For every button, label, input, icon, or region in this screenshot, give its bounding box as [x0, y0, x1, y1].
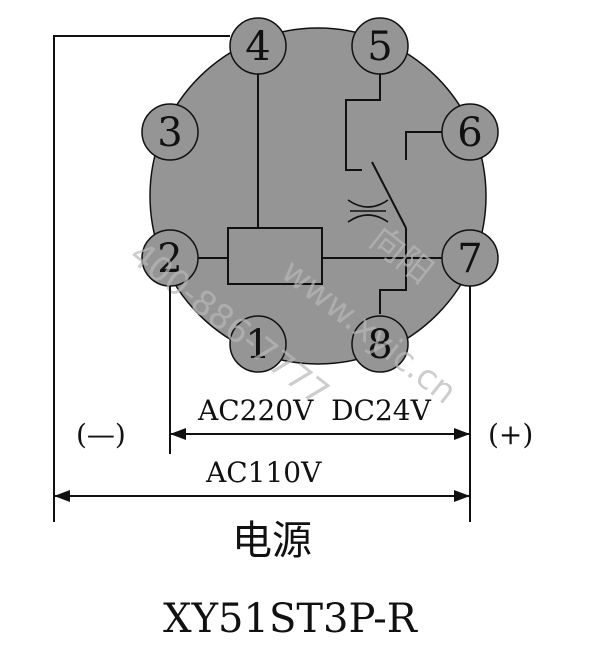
pin-3: 3 [141, 103, 199, 161]
pin5-contact-wire [345, 74, 381, 171]
pin-5: 5 [351, 17, 409, 75]
pin-1-label: 1 [245, 322, 270, 368]
ac220-dc24-label: AC220V DC24V [197, 394, 432, 427]
arrow-ac110-left [54, 490, 70, 502]
pin-4: 4 [229, 17, 287, 75]
pin-2-label: 2 [157, 236, 182, 282]
arrow-ac220-left [170, 428, 186, 440]
pin-5-label: 5 [367, 24, 392, 70]
pin-1: 1 [229, 315, 287, 373]
common-contact-wire [379, 228, 407, 314]
pin-2: 2 [141, 229, 199, 287]
minus-label: (—) [76, 418, 126, 451]
pin6-contact-wire [405, 131, 444, 160]
pin-6: 6 [441, 103, 499, 161]
model-title: XY51ST3P-R [163, 596, 419, 642]
pin-4-label: 4 [245, 24, 270, 70]
pin-6-label: 6 [457, 110, 482, 156]
pin-8: 8 [351, 315, 409, 373]
power-lead-pin4 [53, 35, 230, 522]
pin-8-label: 8 [367, 322, 392, 368]
delay-symbol [347, 199, 389, 223]
plus-label: (+) [488, 418, 533, 451]
arrow-ac110-right [454, 490, 470, 502]
pin-7-label: 7 [457, 236, 482, 282]
switch-blade [371, 161, 407, 229]
pin-7: 7 [441, 229, 499, 287]
coil [227, 227, 323, 285]
pin-3-label: 3 [157, 110, 182, 156]
relay-body [149, 27, 487, 365]
power-label: 电源 [232, 518, 312, 564]
ac110-label: AC110V [205, 456, 322, 489]
arrow-ac220-right [454, 428, 470, 440]
